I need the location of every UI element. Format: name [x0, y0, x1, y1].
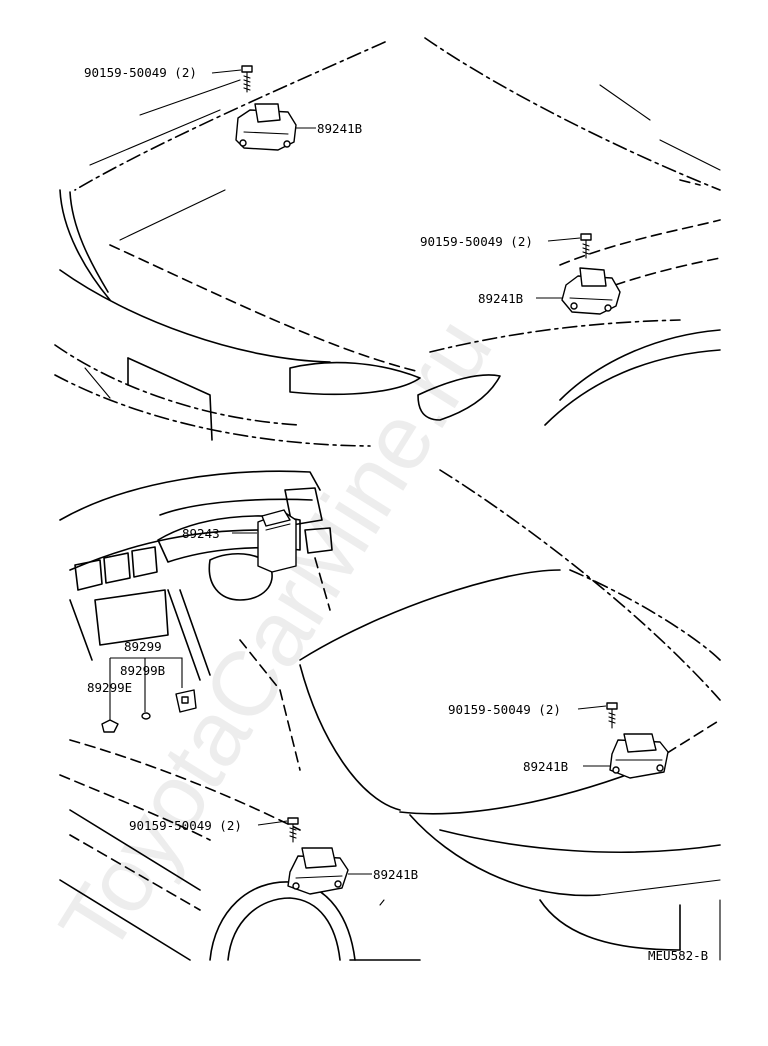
sensor-label-a: 89241B [317, 121, 362, 136]
sensor-label-c: 89241B [523, 759, 568, 774]
bolt-part-a[interactable] [241, 65, 253, 93]
harness-connector[interactable] [175, 689, 197, 713]
harness-label: 89299 [124, 639, 162, 654]
clip-label-e: 89299E [87, 680, 132, 695]
bolt-part-d[interactable] [287, 817, 299, 843]
clip-label-b: 89299B [120, 663, 165, 678]
sensor-label-b: 89241B [478, 291, 523, 306]
airbag-sensor-d[interactable] [287, 847, 349, 895]
bolt-part-b[interactable] [580, 233, 592, 259]
ecu-label: 89243 [182, 526, 220, 541]
airbag-sensor-b[interactable] [561, 267, 621, 315]
clip-part-e[interactable] [101, 719, 119, 733]
clip-part-b[interactable] [141, 712, 151, 720]
bolt-label-a: 90159-50049 (2) [84, 65, 197, 80]
top-vehicle-outline [54, 37, 721, 447]
bottom-vehicle-outline [59, 469, 721, 961]
airbag-sensor-a[interactable] [235, 103, 297, 151]
wire-harness-assembly [109, 657, 183, 720]
bolt-label-b: 90159-50049 (2) [420, 234, 533, 249]
bolt-label-d: 90159-50049 (2) [129, 818, 242, 833]
bolt-part-c[interactable] [606, 702, 618, 729]
airbag-ecu[interactable] [257, 509, 297, 573]
bolt-label-c: 90159-50049 (2) [448, 702, 561, 717]
sensor-label-d: 89241B [373, 867, 418, 882]
figure-code: MEU582-B [648, 948, 708, 963]
airbag-sensor-c[interactable] [609, 733, 669, 779]
